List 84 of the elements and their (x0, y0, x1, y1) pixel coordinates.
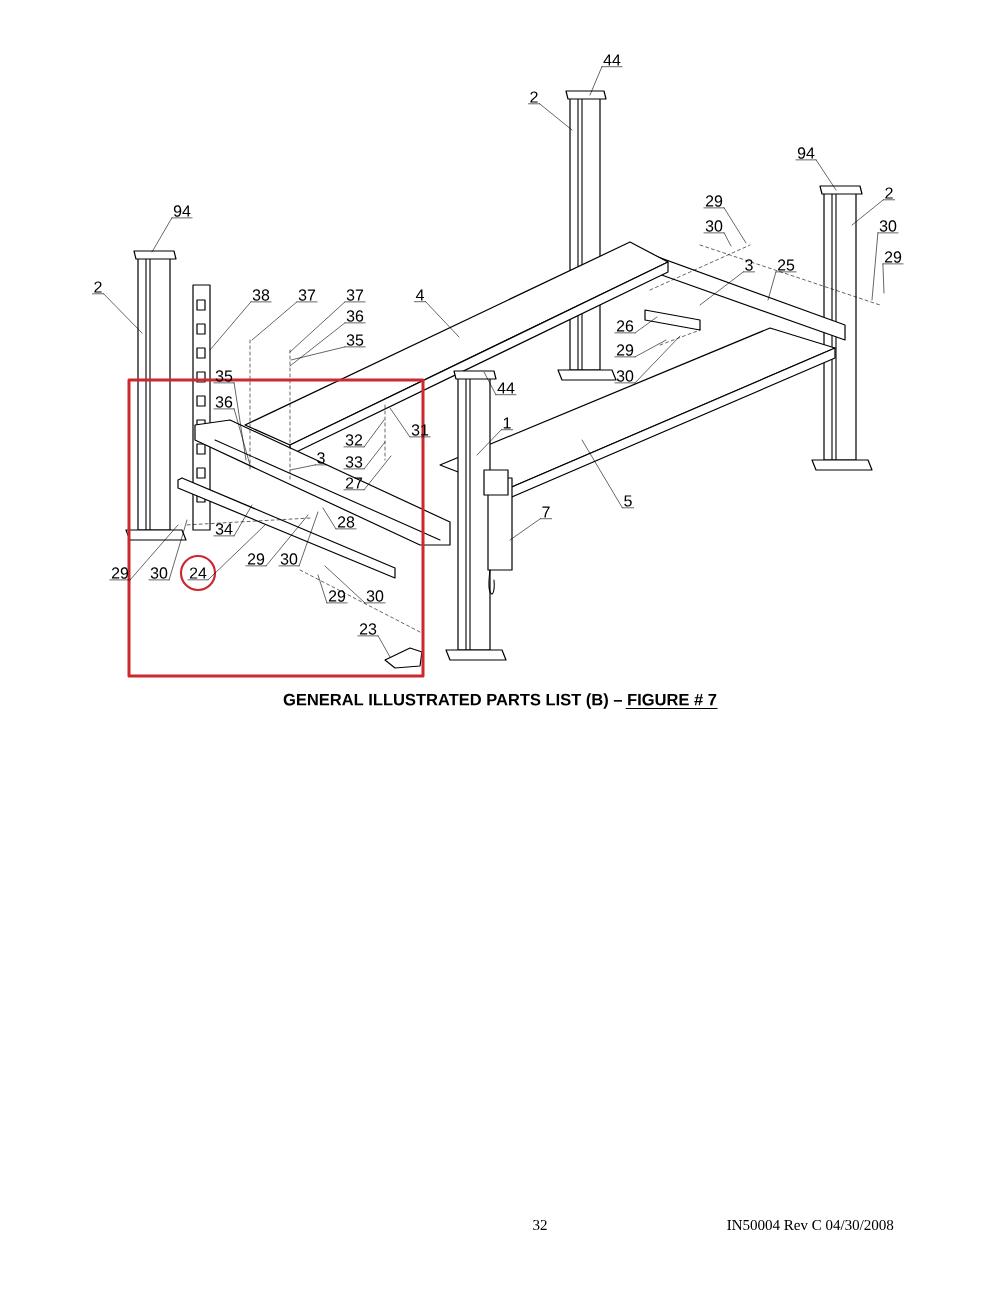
callout-number: 27 (343, 477, 365, 491)
leader-line (103, 293, 143, 334)
leader-line (483, 371, 497, 395)
callout-number: 94 (171, 205, 193, 219)
leader-line (723, 207, 747, 244)
leader-line (581, 439, 623, 509)
callout-number: 35 (344, 334, 366, 348)
callout-number: 29 (703, 195, 725, 209)
callout-number: 29 (245, 553, 267, 567)
leader-line (723, 232, 732, 247)
callout-number: 3 (315, 452, 327, 466)
callout-number: 2 (883, 187, 895, 201)
leader-line (425, 301, 460, 338)
callout-number: 44 (495, 382, 517, 395)
callout-number: 37 (344, 289, 366, 303)
callout-number: 33 (343, 456, 365, 470)
footer-text: IN50004 Rev C 04/30/2008 (727, 1219, 894, 1231)
leader-line (699, 271, 744, 306)
callout-number: 30 (703, 220, 725, 234)
callout-number: 32 (343, 434, 365, 448)
callout-number: 3 (743, 259, 755, 273)
callout-number: 29 (109, 567, 131, 581)
callout-number: 25 (775, 259, 797, 273)
callout-number: 29 (882, 251, 904, 265)
callout-number: 30 (614, 370, 636, 384)
leader-line (377, 635, 391, 658)
leader-line (265, 514, 309, 567)
callout-number: 36 (344, 310, 366, 324)
leader-line (389, 407, 411, 438)
leader-line (209, 301, 252, 351)
leader-line (851, 199, 884, 226)
callout-number: 36 (213, 396, 235, 410)
leader-line (767, 271, 777, 301)
leader-line (322, 507, 337, 530)
figure-title: GENERAL ILLUSTRATED PARTS LIST (B) – FIGURE # 7 (283, 693, 718, 709)
leader-line (634, 316, 658, 334)
leader-line (815, 159, 837, 191)
leader-line (589, 66, 603, 96)
leader-line (634, 339, 667, 358)
leader-line (289, 301, 346, 353)
leader-line (634, 335, 681, 384)
callout-number: 26 (614, 320, 636, 334)
leader-line (129, 524, 179, 581)
callout-number: 30 (364, 590, 386, 604)
leader-line (290, 346, 346, 361)
leader-line (509, 518, 541, 541)
callout-number: 37 (296, 289, 318, 303)
callout-number: 28 (335, 516, 357, 530)
callout-number: 29 (326, 590, 348, 604)
callout-number: 7 (540, 506, 552, 519)
leader-line (363, 419, 385, 448)
leader-line (324, 565, 366, 604)
callout-number: 30 (877, 220, 899, 234)
callout-number: 2 (528, 91, 540, 105)
callout-number: 24 (187, 567, 209, 581)
leader-line (871, 232, 879, 301)
leader-line (151, 217, 173, 253)
leader-line (476, 429, 502, 456)
callout-number: 29 (614, 344, 636, 358)
callout-number: 30 (148, 567, 170, 581)
leader-line (363, 441, 386, 470)
leader-line (233, 408, 251, 466)
leader-line (289, 322, 346, 367)
callout-number: 23 (357, 623, 379, 637)
callout-number: 30 (278, 553, 300, 567)
callout-number: 94 (795, 147, 817, 161)
callout-number: 44 (601, 54, 623, 67)
callout-number: 38 (250, 289, 272, 303)
callout-number: 34 (213, 523, 235, 537)
leader-line (317, 574, 328, 604)
leader-line (168, 519, 188, 581)
callout-number: 1 (501, 417, 513, 431)
footer-text: 32 (533, 1220, 547, 1231)
leader-line (363, 455, 392, 491)
leader-line (289, 464, 316, 471)
leader-line (233, 504, 253, 537)
leader-line (298, 511, 319, 567)
leader-line (233, 382, 247, 461)
leader-line (882, 263, 885, 294)
callout-number: 2 (92, 281, 104, 295)
leader-line (251, 301, 298, 341)
callout-number: 4 (414, 289, 426, 302)
callout-number: 5 (622, 495, 634, 509)
leader-line (539, 103, 573, 131)
